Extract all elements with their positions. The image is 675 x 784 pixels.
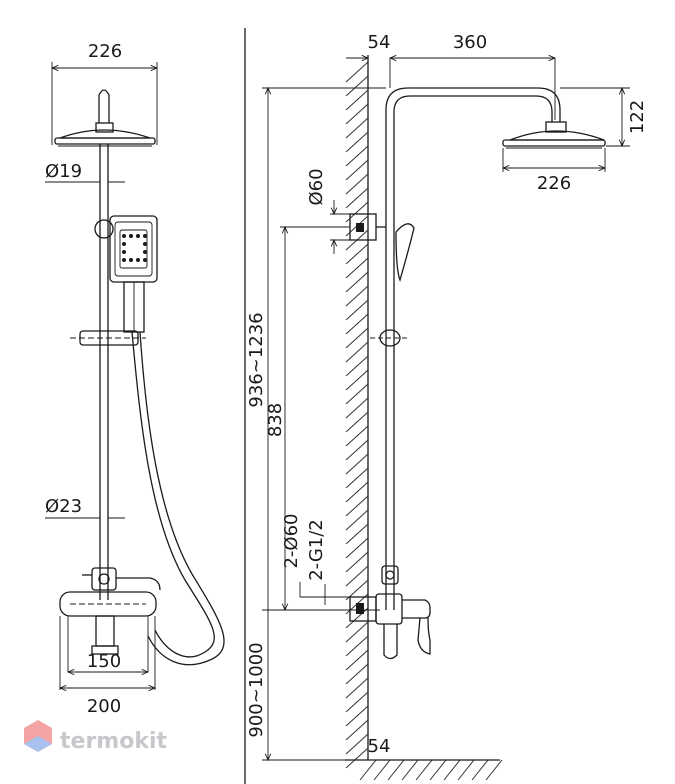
wall-hatch-line (345, 509, 369, 531)
wall-hatch-line (345, 733, 369, 755)
side-hand-shower (395, 223, 415, 283)
wall-hatch-line (345, 187, 369, 209)
front-shower-head (54, 89, 156, 147)
side-diverter (381, 565, 399, 585)
wall-hatch (345, 61, 369, 769)
wall-hatch-line (345, 131, 369, 153)
front-upper-pipe-diameter: Ø19 (45, 161, 82, 182)
front-inlet-spacing-label: 150 (87, 651, 121, 672)
wall-hatch-line (345, 61, 369, 83)
wall-hatch-line (345, 75, 369, 97)
wall-hatch-line (345, 467, 369, 489)
side-shower-head (502, 121, 606, 149)
wall-hatch-line (345, 159, 369, 181)
wall-hatch-line (345, 425, 369, 447)
front-lower-pipe-diameter: Ø23 (45, 496, 82, 517)
wall-hatch-line (345, 747, 369, 769)
floor-hatch (359, 759, 503, 781)
side-total-height-label: 936~1236 (246, 312, 267, 407)
wall-hatch-line (345, 453, 369, 475)
wall-hatch-line (345, 411, 369, 433)
wall-hatch-line (345, 635, 369, 657)
wall-hatch-line (345, 355, 369, 377)
wall-hatch-line (345, 89, 369, 111)
wall-hatch-line (345, 327, 369, 349)
wall-hatch-line (345, 313, 369, 335)
floor-hatch-line (443, 759, 461, 781)
wall-hatch-line (345, 523, 369, 545)
wall-hatch-line (345, 243, 369, 265)
side-head-width-label: 226 (537, 173, 571, 194)
wall-hatch-line (345, 257, 369, 279)
floor-hatch-line (373, 759, 391, 781)
front-mixer (59, 591, 157, 655)
floor-hatch-line (401, 759, 419, 781)
side-inlet-to-bracket-label: 838 (265, 403, 286, 437)
wall-hatch-line (345, 285, 369, 307)
termokit-watermark: termokit (24, 720, 167, 754)
side-mixer (349, 593, 431, 660)
wall-hatch-line (345, 719, 369, 741)
wall-hatch-line (345, 271, 369, 293)
wall-hatch-line (345, 537, 369, 559)
floor-hatch-line (457, 759, 475, 781)
floor-hatch-line (485, 759, 503, 781)
side-mount-height-label: 900~1000 (246, 642, 267, 737)
side-escutcheon-diameter-label: 2-Ø60 (281, 513, 302, 568)
wall-hatch-line (345, 173, 369, 195)
side-head-height-label: 122 (627, 100, 648, 134)
floor-hatch-line (415, 759, 433, 781)
wall-hatch-line (345, 481, 369, 503)
floor-hatch-line (359, 759, 377, 781)
floor-hatch-line (471, 759, 489, 781)
front-head-width-label: 226 (88, 41, 122, 62)
side-arm-reach-label: 360 (453, 32, 487, 53)
wall-hatch-line (345, 397, 369, 419)
wall-hatch-line (345, 383, 369, 405)
side-inlet-thread-label: 2-G1/2 (306, 519, 327, 581)
side-bracket-diameter-label: Ø60 (306, 168, 327, 205)
wall-hatch-line (345, 117, 369, 139)
wall-hatch-line (345, 299, 369, 321)
front-hand-shower (94, 215, 158, 333)
wall-hatch-line (345, 341, 369, 363)
front-hand-shower-nozzles (122, 234, 147, 262)
wall-hatch-line (345, 621, 369, 643)
side-wall-offset-label: 54 (368, 32, 391, 53)
front-slider (70, 330, 146, 346)
front-view: 226 Ø19 (45, 41, 225, 717)
wall-hatch-line (345, 649, 369, 671)
front-diverter (82, 567, 161, 591)
wall-hatch-line (345, 439, 369, 461)
wall-hatch-line (345, 677, 369, 699)
floor-hatch-line (429, 759, 447, 781)
wall-hatch-line (345, 705, 369, 727)
wall-hatch-line (345, 369, 369, 391)
front-mixer-width-label: 200 (87, 696, 121, 717)
floor-hatch-line (387, 759, 405, 781)
side-wall-thickness-label: 54 (368, 736, 391, 757)
side-slider (370, 329, 410, 347)
wall-hatch-line (345, 103, 369, 125)
wall-hatch-line (345, 607, 369, 629)
wall-hatch-line (345, 495, 369, 517)
termokit-brand-text: termokit (60, 729, 167, 754)
side-view: 54 360 122 226 Ø60 (246, 32, 648, 781)
wall-hatch-line (345, 663, 369, 685)
wall-hatch-line (345, 565, 369, 587)
wall-hatch-line (345, 551, 369, 573)
wall-hatch-line (345, 691, 369, 713)
wall-hatch-line (345, 145, 369, 167)
